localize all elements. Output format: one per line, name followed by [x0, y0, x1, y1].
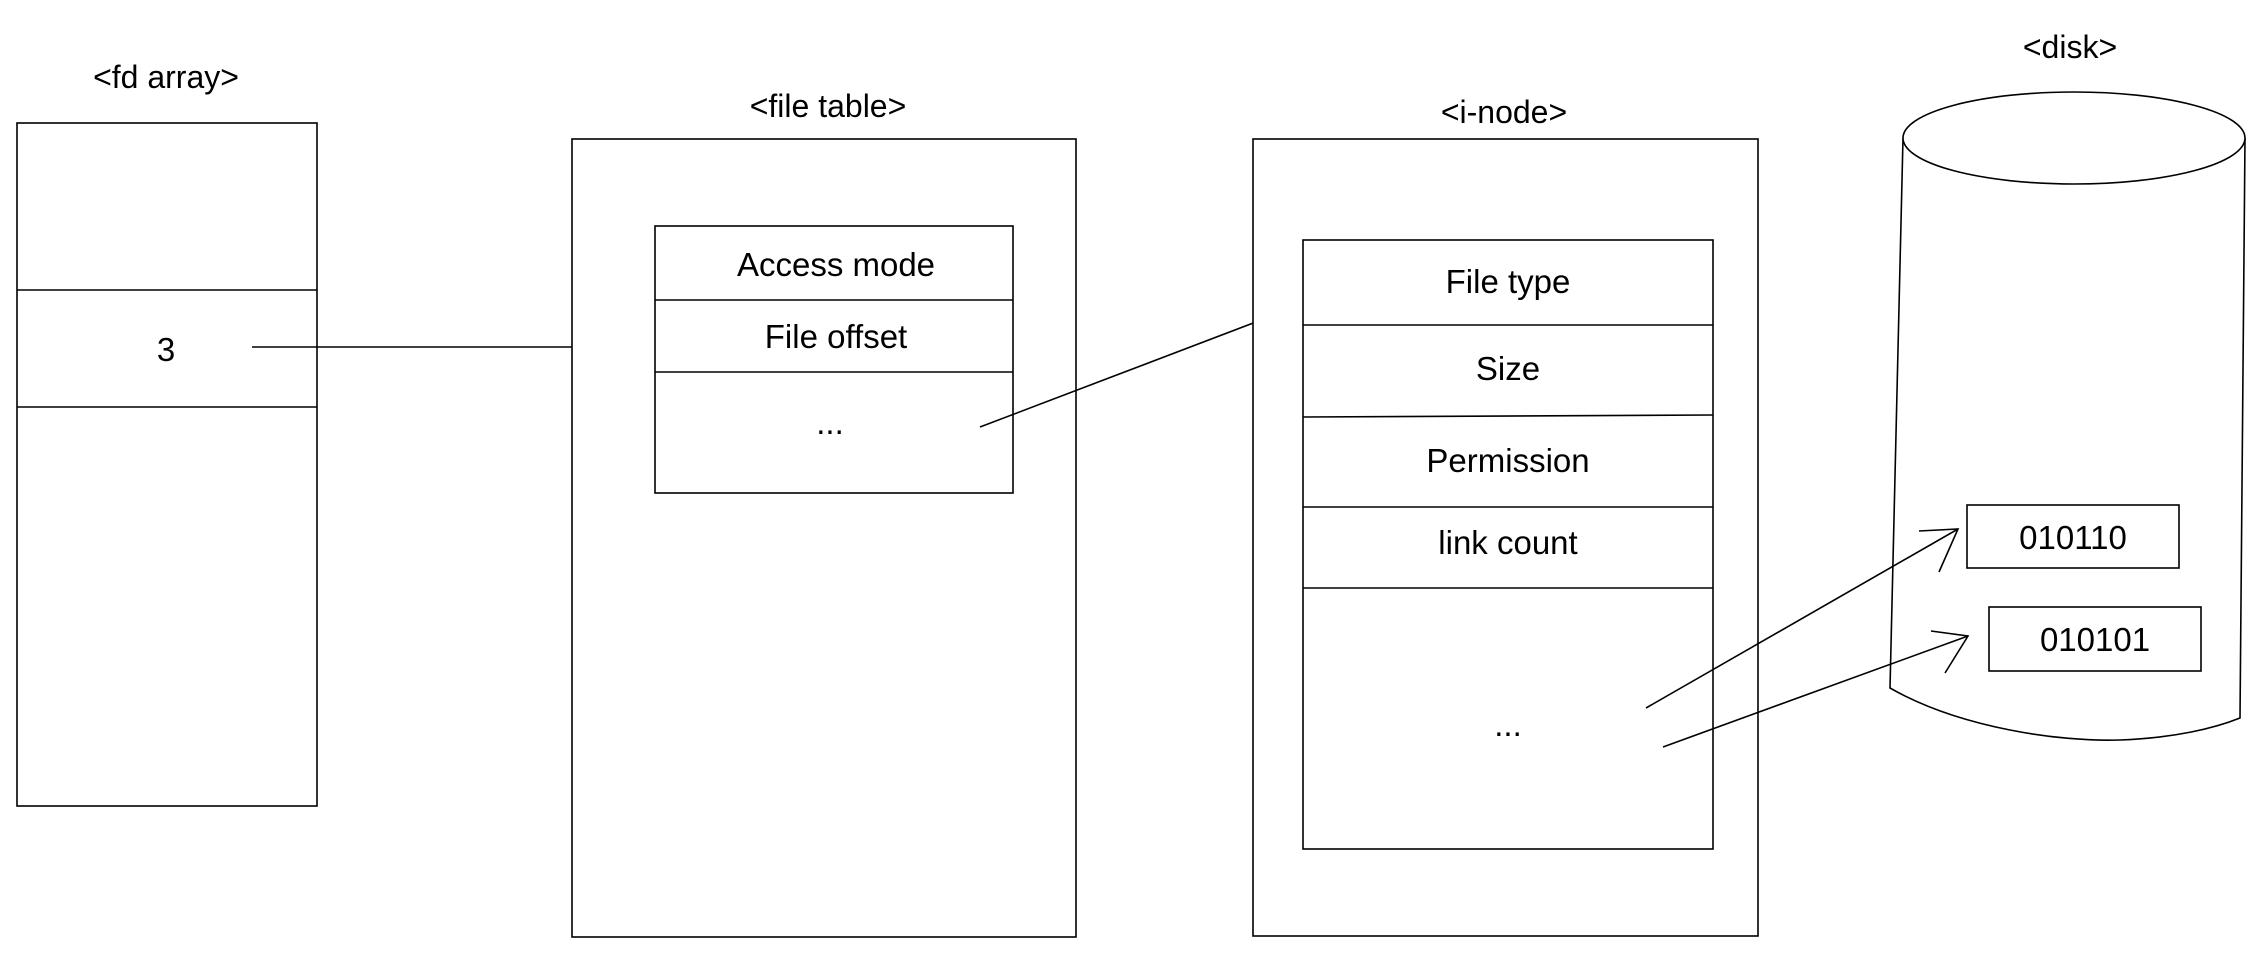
inode-field-file-type: File type: [1446, 263, 1571, 300]
inode-title: <i-node>: [1441, 94, 1567, 130]
inode-field-ellipsis: ...: [1494, 706, 1522, 743]
disk-cylinder-body: [1889, 137, 2246, 741]
arrow-inode-to-block-2: [1662, 630, 1970, 748]
file-table-field-ellipsis: ...: [816, 404, 844, 441]
fd-array-title: <fd array>: [93, 59, 239, 95]
disk-block-1-value: 010110: [2019, 519, 2127, 556]
file-table: <file table> Access mode File offset ...: [571, 88, 1077, 938]
disk-cylinder-top: [1902, 91, 2246, 185]
inode-entry-divider-2: [1302, 414, 1714, 418]
inode-field-link-count: link count: [1438, 524, 1577, 561]
file-table-entry: [654, 225, 1014, 494]
fd-array: <fd array> 3: [16, 59, 318, 807]
disk-block-1: [1966, 504, 2180, 569]
inode: <i-node> File type Size Permission link …: [1252, 94, 1759, 937]
fd-array-box: [16, 122, 318, 807]
file-table-field-access-mode: Access mode: [737, 246, 935, 283]
file-table-field-file-offset: File offset: [765, 318, 907, 355]
disk-block-2-value: 010101: [2040, 621, 2150, 658]
disk: <disk> 010110 010101: [1889, 29, 2246, 741]
inode-field-size: Size: [1476, 350, 1540, 387]
disk-title: <disk>: [2023, 29, 2117, 65]
fd-array-entry: 3: [157, 331, 175, 368]
arrow-inode-to-block-1: [1645, 528, 1960, 709]
disk-block-2: [1988, 606, 2202, 672]
inode-field-permission: Permission: [1426, 442, 1589, 479]
file-table-title: <file table>: [750, 88, 907, 124]
inode-entry: [1302, 239, 1714, 850]
